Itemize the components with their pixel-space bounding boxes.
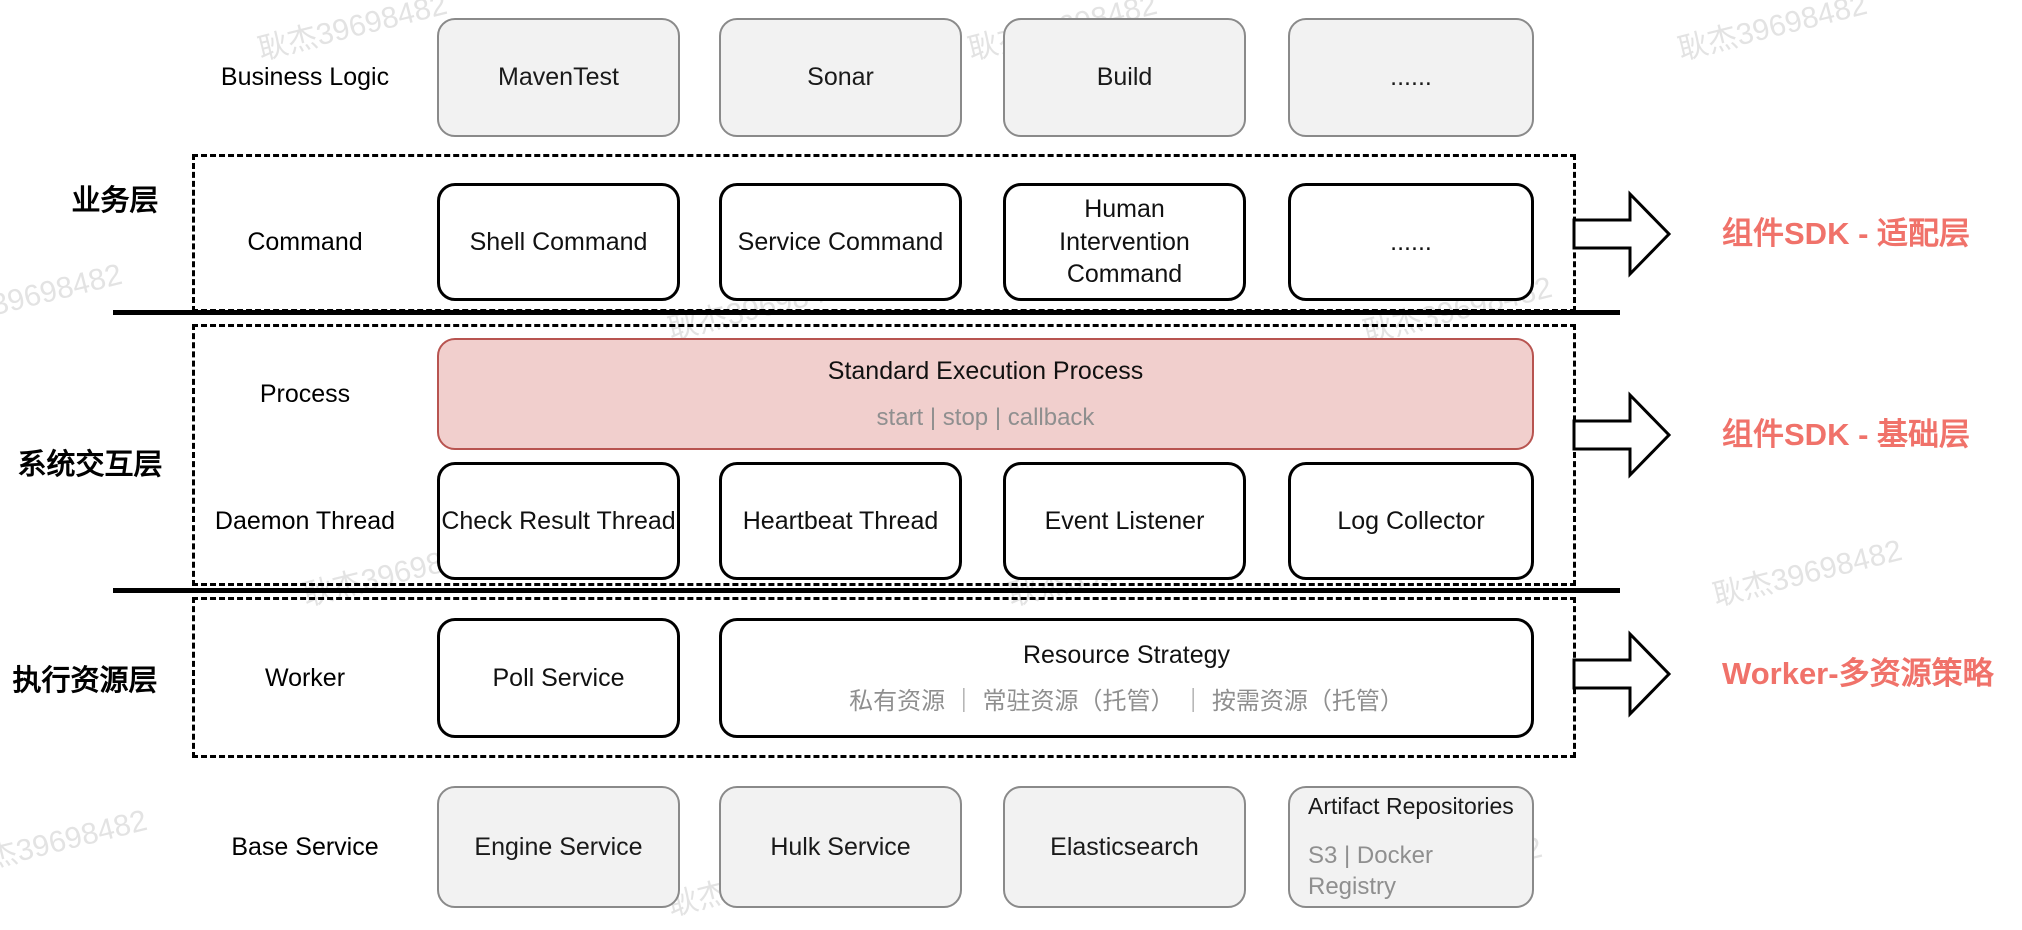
node-human-intervention-command: Human Intervention Command xyxy=(1003,183,1246,301)
layer-label-business-text: 业务层 xyxy=(71,185,159,217)
node-business-ellipsis: ...... xyxy=(1288,18,1534,137)
watermark: 耿杰39698482 xyxy=(1709,533,1906,613)
node-standard-execution-process: Standard Execution Process start | stop … xyxy=(437,338,1534,450)
node-elasticsearch: Elasticsearch xyxy=(1003,786,1246,908)
row-label-base-service: Base Service xyxy=(231,832,379,861)
node-hulk-service: Hulk Service xyxy=(719,786,962,908)
process-title: Standard Execution Process xyxy=(827,356,1144,385)
node-poll-service: Poll Service xyxy=(437,618,680,738)
node-command-ellipsis: ...... xyxy=(1288,183,1534,301)
system-interaction-layer-frame xyxy=(192,324,1576,586)
watermark: 耿杰39698482 xyxy=(0,257,126,337)
resource-strategy-title: Resource Strategy xyxy=(1022,640,1231,669)
right-arrow-icon xyxy=(1572,630,1672,718)
node-resource-strategy: Resource Strategy 私有资源 ｜ 常驻资源（托管） ｜ 按需资源… xyxy=(719,618,1534,738)
row-label-command: Command xyxy=(247,227,363,256)
node-maventest: MavenTest xyxy=(437,18,680,137)
annotation-worker-multi-resource: Worker-多资源策略 xyxy=(1722,656,1994,691)
layer-label-system-interaction-text: 系统交互层 xyxy=(17,449,163,481)
layer-label-system-interaction: 系统交互层 xyxy=(15,444,165,481)
right-arrow-icon xyxy=(1572,190,1672,278)
node-check-result-thread: Check Result Thread xyxy=(437,462,680,580)
node-artifact-repositories: Artifact Repositories S3 | Docker Regist… xyxy=(1288,786,1534,908)
node-service-command: Service Command xyxy=(719,183,962,301)
annotation-component-sdk-adapter: 组件SDK - 适配层 xyxy=(1722,216,1970,251)
node-shell-command: Shell Command xyxy=(437,183,680,301)
layer-label-business: 业务层 xyxy=(40,180,190,217)
row-label-worker: Worker xyxy=(264,663,346,692)
node-build: Build xyxy=(1003,18,1246,137)
node-log-collector: Log Collector xyxy=(1288,462,1534,580)
artifact-repositories-title: Artifact Repositories xyxy=(1308,792,1514,819)
node-heartbeat-thread: Heartbeat Thread xyxy=(719,462,962,580)
row-label-business-logic: Business Logic xyxy=(220,63,390,91)
artifact-repositories-subtitle: S3 | Docker Registry xyxy=(1308,841,1433,900)
row-label-daemon-thread: Daemon Thread xyxy=(214,506,396,535)
process-subtitle: start | stop | callback xyxy=(876,404,1095,432)
annotation-component-sdk-base: 组件SDK - 基础层 xyxy=(1722,417,1970,452)
watermark: 耿杰39698482 xyxy=(0,803,151,883)
right-arrow-icon xyxy=(1572,391,1672,479)
layer-separator-line xyxy=(113,310,1620,315)
layer-label-execution-resource: 执行资源层 xyxy=(10,660,160,697)
node-sonar: Sonar xyxy=(719,18,962,137)
node-event-listener: Event Listener xyxy=(1003,462,1246,580)
row-label-process: Process xyxy=(259,379,351,408)
layer-separator-line xyxy=(113,588,1620,593)
resource-strategy-subtitle: 私有资源 ｜ 常驻资源（托管） ｜ 按需资源（托管） xyxy=(849,688,1404,716)
layer-label-execution-resource-text: 执行资源层 xyxy=(12,665,158,697)
watermark: 耿杰39698482 xyxy=(1674,0,1871,67)
node-engine-service: Engine Service xyxy=(437,786,680,908)
